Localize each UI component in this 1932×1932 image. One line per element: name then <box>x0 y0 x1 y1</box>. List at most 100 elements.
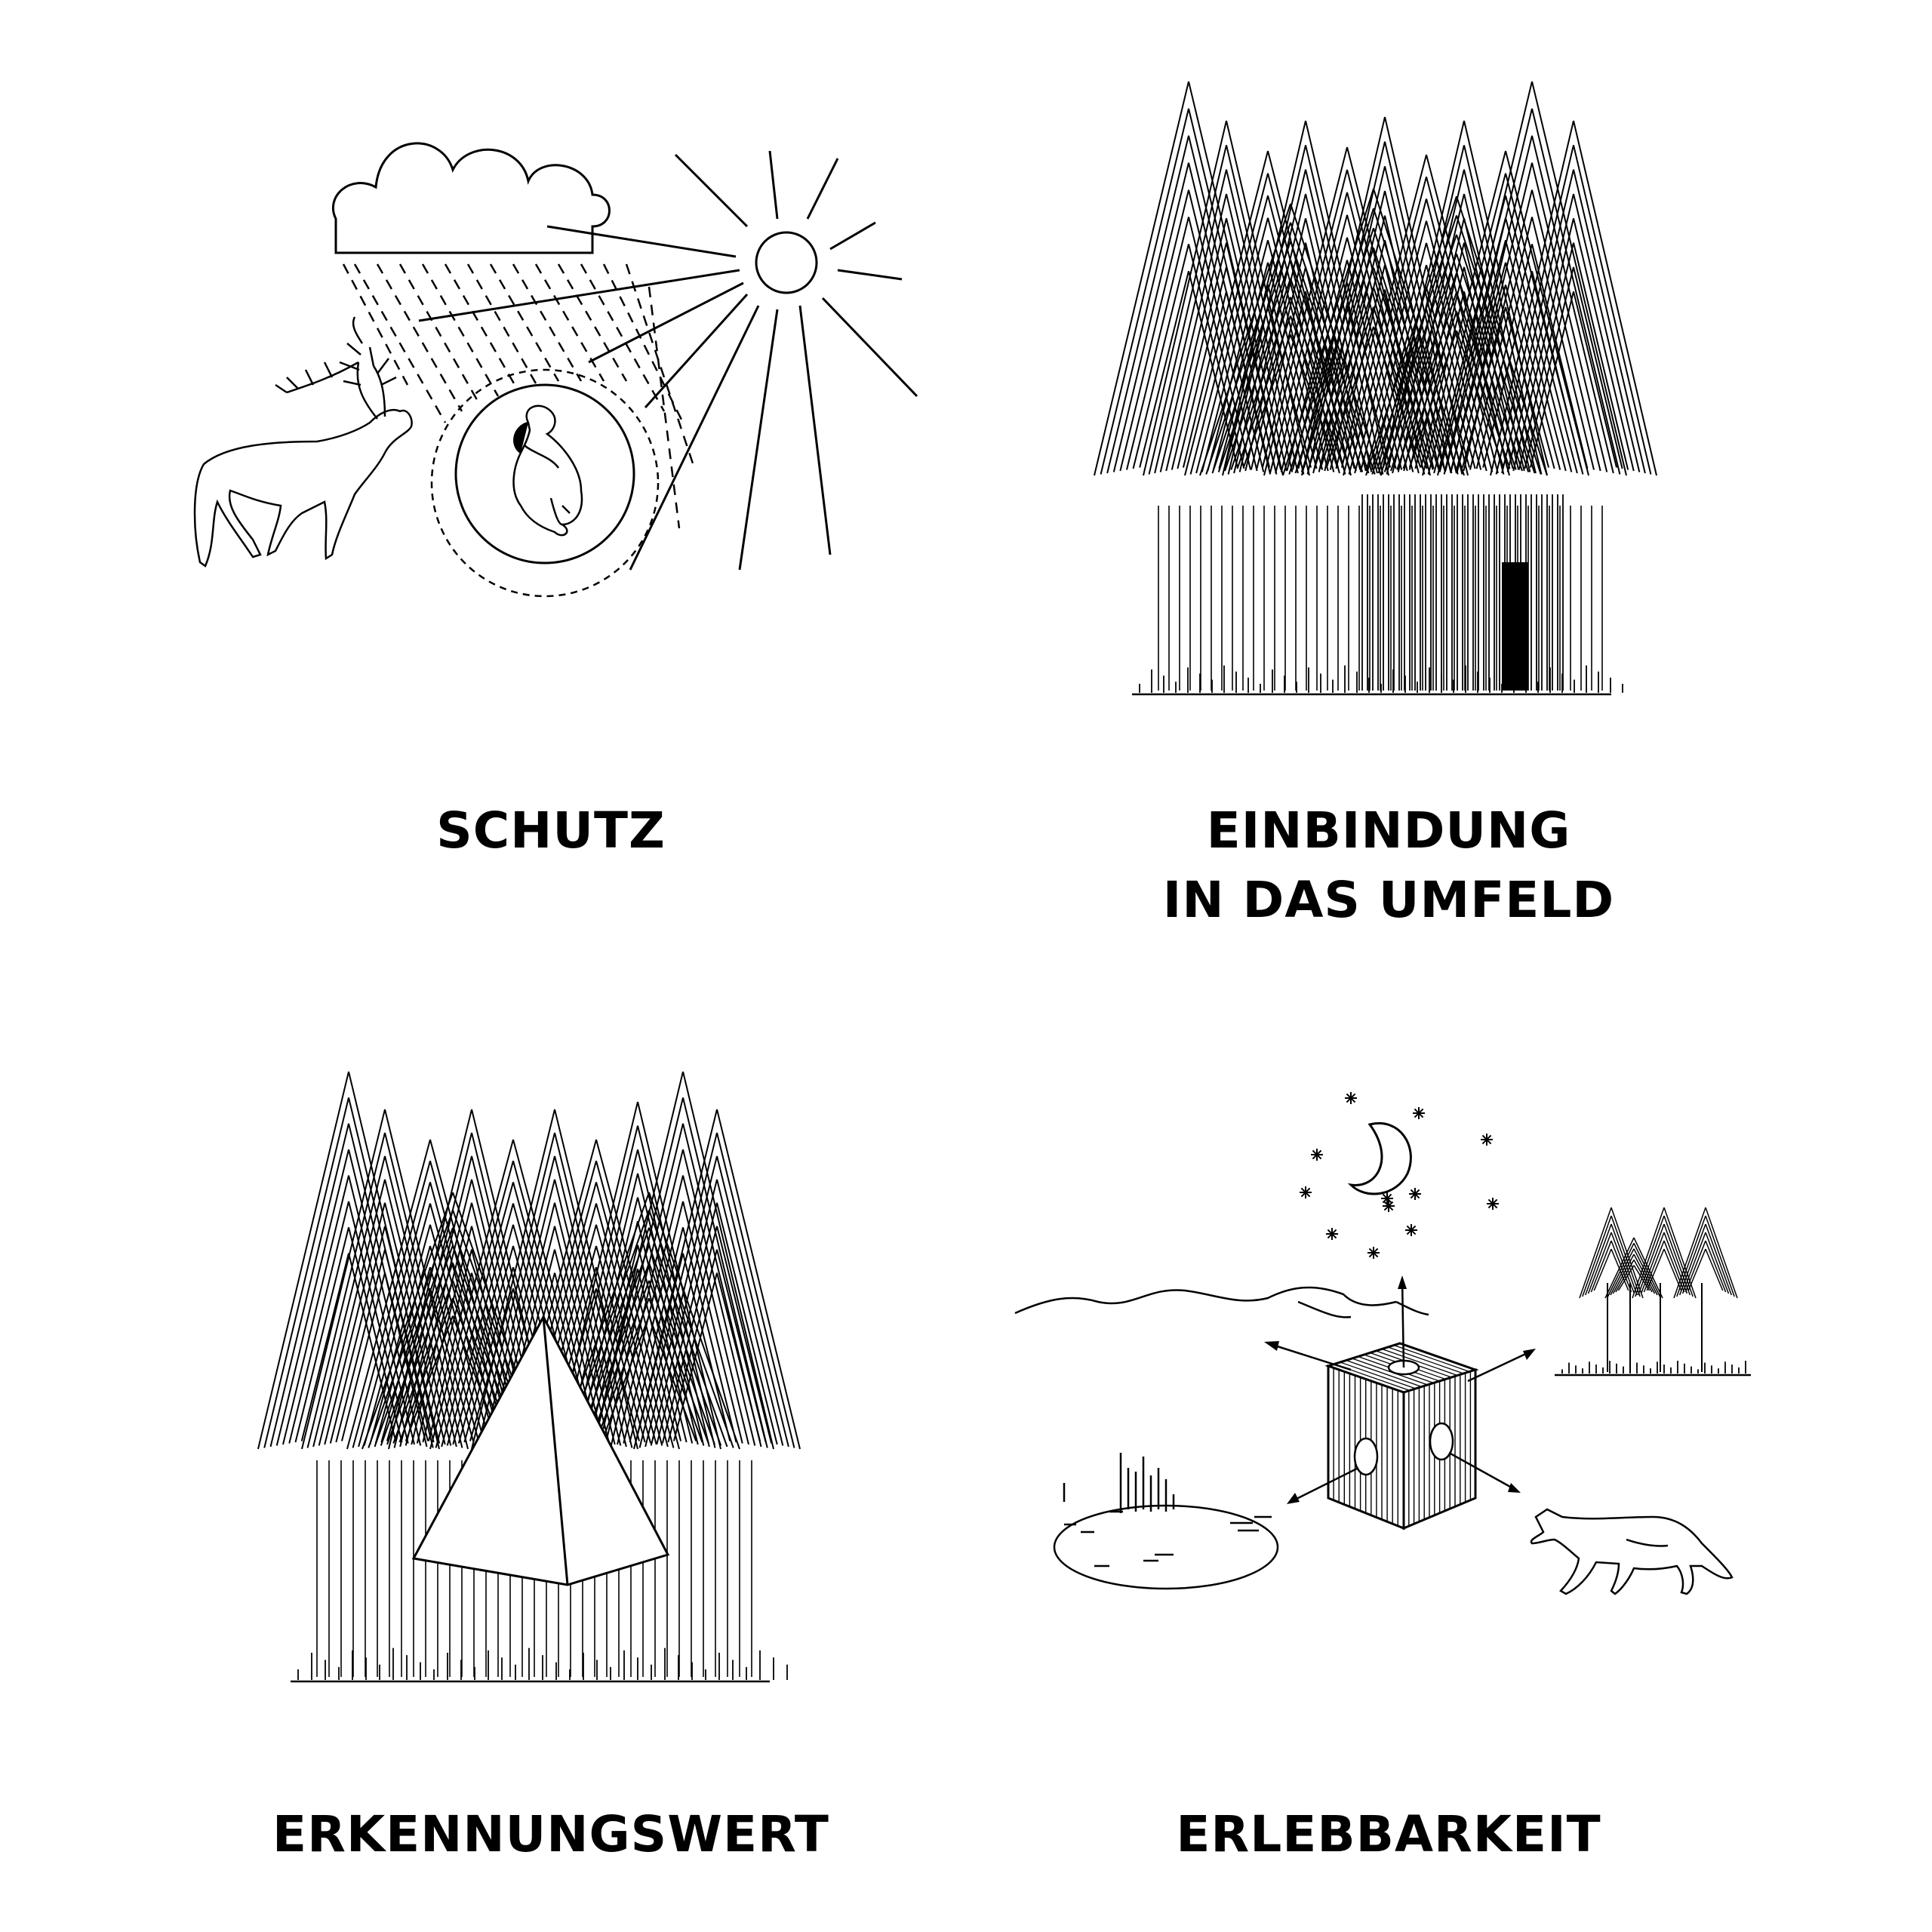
stroke <box>1159 193 1227 472</box>
stroke <box>1195 195 1269 474</box>
stroke <box>682 1097 768 1448</box>
stroke <box>1512 218 1574 472</box>
stroke <box>1456 272 1523 472</box>
person-icon <box>512 405 583 537</box>
stroke <box>1678 1223 1706 1296</box>
stroke <box>656 1202 718 1445</box>
stroke <box>1475 244 1533 469</box>
stroke <box>610 1149 684 1446</box>
stroke <box>1300 248 1374 472</box>
stroke <box>1531 189 1601 472</box>
stroke <box>1222 120 1306 476</box>
stroke <box>1582 1215 1612 1297</box>
stroke <box>1529 291 1574 468</box>
stroke <box>1382 1348 1458 1377</box>
shelter-circle <box>454 383 635 565</box>
stroke <box>1217 259 1291 472</box>
stroke <box>374 1227 454 1447</box>
stroke <box>1705 1240 1727 1293</box>
stroke <box>1573 218 1635 472</box>
stroke <box>716 1132 795 1448</box>
stroke <box>1414 1108 1424 1118</box>
stroke <box>1505 217 1573 472</box>
tent-edge <box>542 1316 569 1586</box>
stroke <box>363 1203 431 1446</box>
stroke <box>429 1266 480 1443</box>
forest-icon <box>257 1071 801 1450</box>
stroke <box>682 1227 737 1443</box>
stroke <box>1263 146 1348 476</box>
stroke <box>716 1226 773 1444</box>
stroke <box>1313 287 1374 470</box>
stroke <box>1280 214 1348 472</box>
stroke <box>1611 1240 1632 1293</box>
shelter-aura <box>430 368 660 598</box>
stroke <box>589 1280 650 1444</box>
stroke <box>306 1132 386 1448</box>
stroke <box>1100 108 1189 475</box>
stroke <box>1410 1189 1420 1199</box>
stroke <box>1139 270 1189 468</box>
panel-erkennungswert <box>257 1071 801 1683</box>
stroke <box>1408 242 1465 470</box>
rain-icon <box>342 263 696 529</box>
stroke <box>1705 1248 1724 1291</box>
stroke <box>667 1249 718 1443</box>
stroke <box>1383 1201 1394 1211</box>
stroke <box>1482 270 1533 468</box>
stroke <box>1438 217 1506 472</box>
stroke <box>661 1226 718 1444</box>
stroke <box>452 1224 514 1445</box>
stroke <box>1119 189 1189 472</box>
stroke <box>405 1179 472 1446</box>
stroke <box>1290 222 1376 475</box>
stroke <box>386 1263 454 1445</box>
stroke <box>1201 217 1269 472</box>
stroke <box>1610 1248 1635 1296</box>
stroke <box>1590 1240 1612 1293</box>
stroke <box>1505 150 1589 476</box>
panel-einbindung <box>1094 81 1657 696</box>
stroke <box>269 1123 349 1447</box>
stroke <box>422 1249 472 1443</box>
stroke <box>1635 1215 1665 1297</box>
stroke <box>1456 311 1511 469</box>
stroke <box>1132 244 1189 469</box>
stroke <box>1518 242 1574 470</box>
stroke <box>1531 135 1614 474</box>
stroke <box>457 1245 514 1444</box>
stroke <box>1188 270 1238 468</box>
stroke <box>1301 116 1386 476</box>
stroke <box>1125 217 1189 470</box>
stroke <box>648 1280 709 1444</box>
stroke <box>1207 239 1269 472</box>
stroke <box>1384 141 1463 475</box>
stroke <box>1211 241 1291 474</box>
stroke <box>1319 306 1374 469</box>
stroke <box>1632 1207 1665 1299</box>
stroke <box>1189 173 1269 475</box>
stroke <box>393 1132 472 1448</box>
stroke <box>1112 162 1189 472</box>
moon-icon <box>1347 1122 1412 1195</box>
stroke <box>1387 1346 1464 1374</box>
stroke <box>1456 330 1505 468</box>
stroke <box>1290 241 1370 474</box>
stroke <box>1531 270 1582 468</box>
forest-icon <box>1579 1207 1738 1372</box>
panel-schutz <box>193 142 918 598</box>
stroke <box>1346 1359 1422 1388</box>
stroke <box>346 1139 431 1450</box>
stroke <box>288 1201 349 1444</box>
stroke <box>1352 1358 1428 1386</box>
title-einbindung: EINBINDUNG IN DAS UMFELD <box>1117 796 1660 935</box>
stroke <box>1637 1223 1665 1296</box>
stroke <box>1348 176 1427 475</box>
stroke <box>1414 266 1465 469</box>
stroke <box>1199 203 1291 476</box>
stroke <box>1346 1093 1356 1103</box>
stroke <box>1267 285 1318 469</box>
stroke <box>427 1272 472 1441</box>
stroke <box>648 1315 697 1441</box>
